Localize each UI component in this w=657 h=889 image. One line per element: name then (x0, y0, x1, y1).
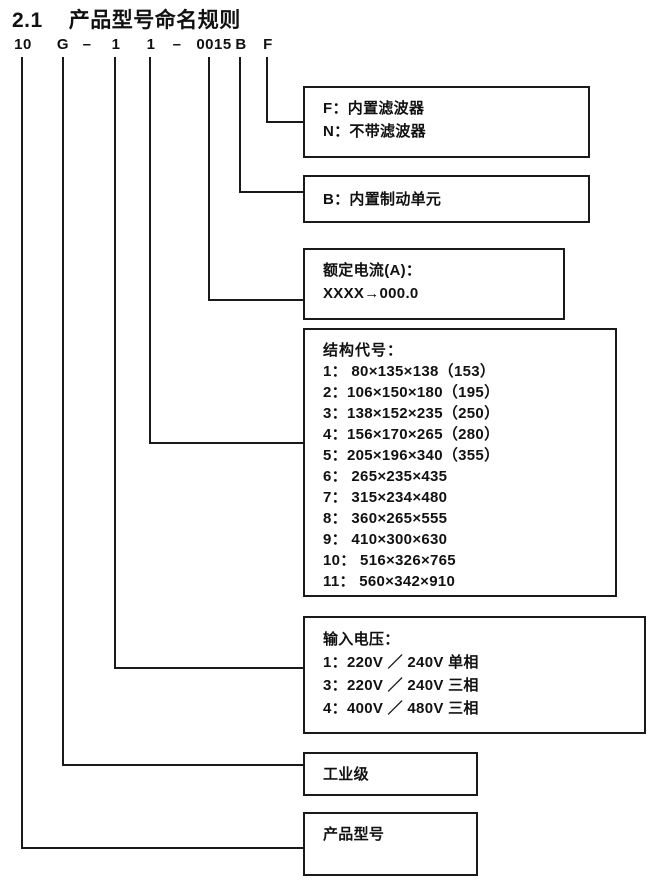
callout-structure-code: 结构代号： 1： 80×135×138（153） 2：106×150×180（1… (303, 328, 617, 597)
callout-line: B：内置制动单元 (323, 191, 442, 208)
callout-line: 10： 516×326×765 (323, 552, 456, 569)
model-code-char: G (56, 36, 70, 53)
callout-product-type: 产品型号 (303, 812, 478, 876)
callout-line: 2：106×150×180（195） (323, 384, 500, 401)
model-code-char: 1 (111, 36, 121, 53)
callout-line: 7： 315×234×480 (323, 489, 448, 506)
callout-line: 输入电压： (323, 631, 400, 648)
callout-line: 11： 560×342×910 (323, 573, 456, 590)
callout-line: 1：220V ／ 240V 单相 (323, 654, 479, 671)
callout-rated-current: 额定电流(A)： XXXX→000.0 (303, 248, 565, 320)
callout-line: 4：400V ／ 480V 三相 (323, 700, 479, 717)
section-number: 2.1 (12, 9, 43, 32)
model-code-char: – (82, 36, 92, 53)
leader-industrial (62, 57, 304, 766)
section-title-text: 产品型号命名规则 (68, 9, 241, 32)
callout-industrial-grade: 工业级 (303, 752, 478, 796)
page-title: 2.1 产品型号命名规则 (12, 4, 241, 34)
leader-filter (266, 57, 304, 123)
leader-product-type (21, 57, 304, 849)
callout-line: 产品型号 (323, 826, 385, 843)
callout-line: 4：156×170×265（280） (323, 426, 500, 443)
callout-line: 3：138×152×235（250） (323, 405, 500, 422)
callout-line: XXXX→000.0 (323, 285, 419, 302)
model-code-char: – (172, 36, 182, 53)
leader-brake (239, 57, 304, 193)
callout-line: 1： 80×135×138（153） (323, 363, 496, 380)
callout-input-voltage: 输入电压： 1：220V ／ 240V 单相 3：220V ／ 240V 三相 … (303, 616, 646, 734)
callout-line: 6： 265×235×435 (323, 468, 448, 485)
callout-line: 额定电流(A)： (323, 262, 422, 279)
callout-line: 5：205×196×340（355） (323, 447, 500, 464)
callout-line: 工业级 (323, 766, 369, 783)
callout-title: 结构代号： (323, 342, 404, 359)
callout-line: F：内置滤波器 (323, 100, 425, 117)
callout-line: N：不带滤波器 (323, 123, 426, 140)
model-code-char: 0015 (196, 36, 232, 53)
model-code-char: B (235, 36, 247, 53)
leader-structure (149, 57, 304, 444)
callout-brake-unit: B：内置制动单元 (303, 175, 590, 223)
leader-voltage (114, 57, 304, 669)
callout-line: 8： 360×265×555 (323, 510, 448, 527)
model-code-char: F (263, 36, 273, 53)
callout-line: 3：220V ／ 240V 三相 (323, 677, 479, 694)
leader-rated-current (208, 57, 304, 301)
model-code-char: 1 (146, 36, 156, 53)
model-code-char: 10 (14, 36, 32, 53)
callout-filter-option: F：内置滤波器 N：不带滤波器 (303, 86, 590, 158)
callout-line: 9： 410×300×630 (323, 531, 448, 548)
